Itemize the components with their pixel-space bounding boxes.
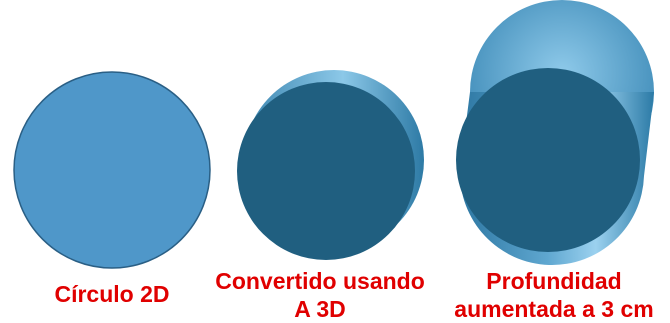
caption-line: Convertido usando [215,268,425,294]
caption-circle-2d: Círculo 2D [10,280,214,308]
caption-line: Círculo 2D [54,281,170,307]
depth-3cm-shape [456,0,654,266]
caption-line: A 3D [294,296,346,322]
caption-line: aumentada a 3 cm [454,296,654,322]
circle-2d-shape [13,71,211,269]
caption-converted-3d: Convertido usando A 3D [200,267,440,323]
converted-3d-shape [237,70,424,260]
caption-line: Profundidad [486,268,622,294]
caption-depth-3cm: Profundidad aumentada a 3 cm [440,267,668,323]
